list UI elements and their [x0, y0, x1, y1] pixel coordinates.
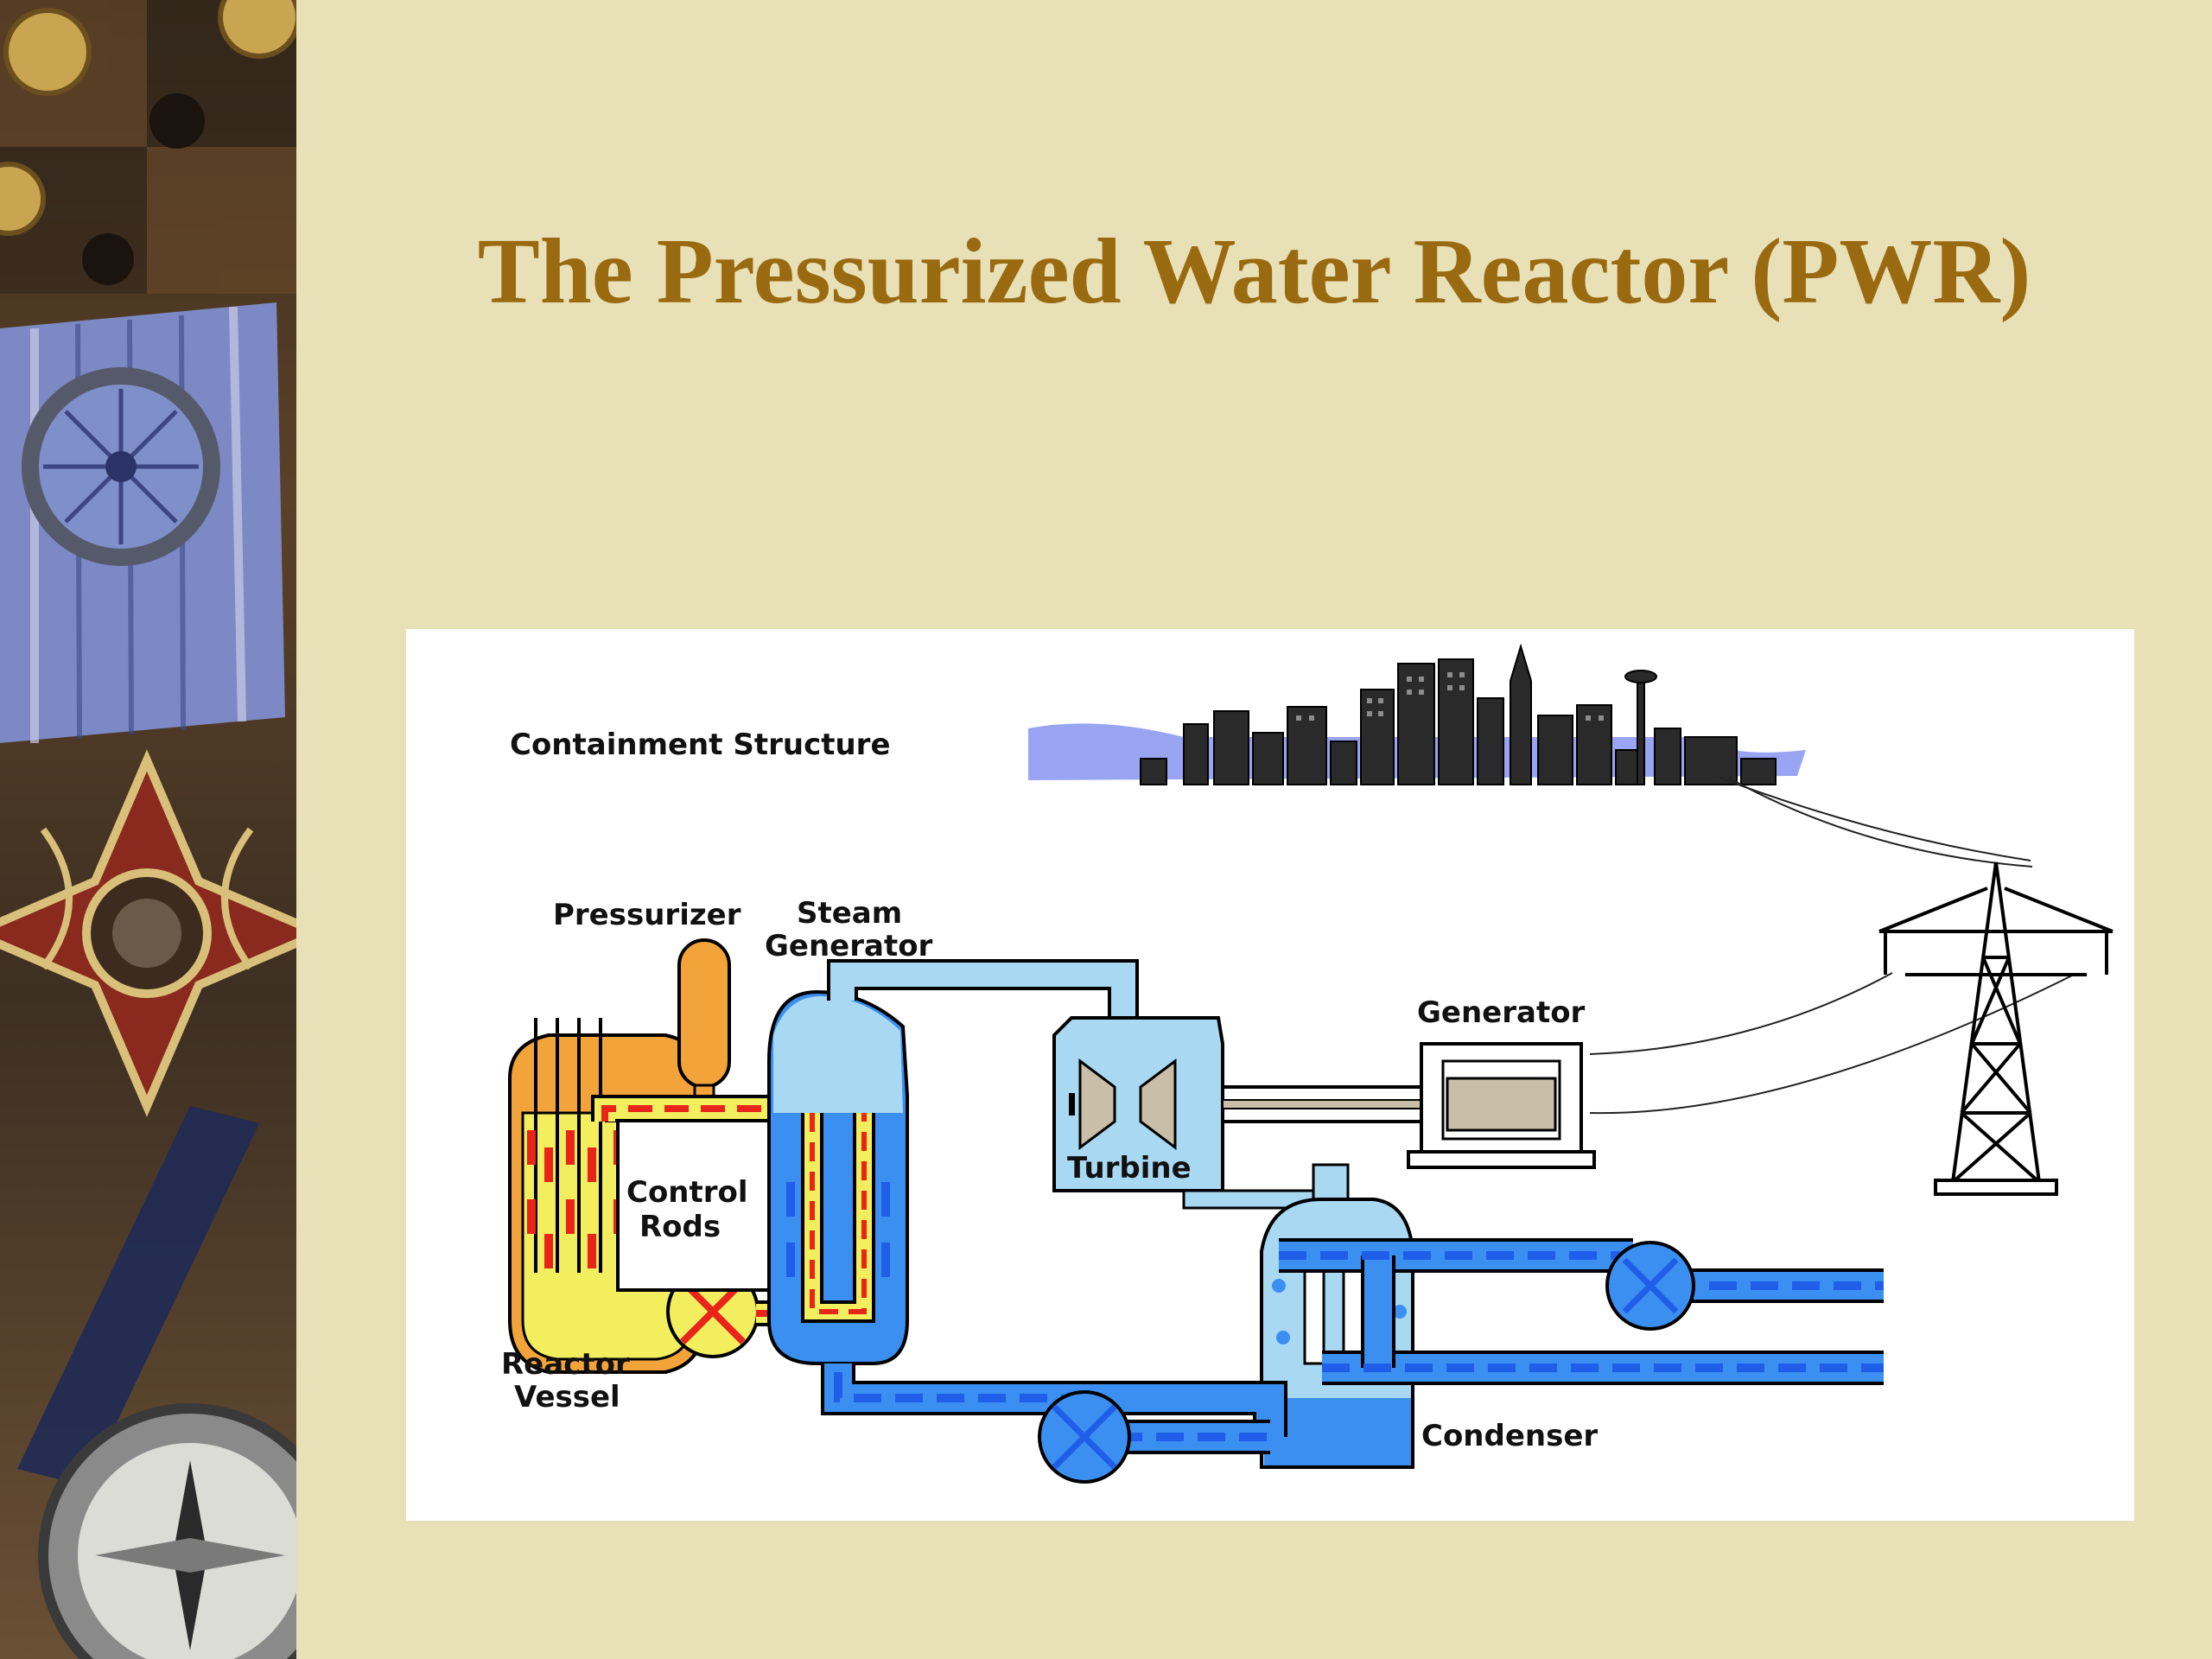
medal-collage-image: [0, 0, 296, 1659]
label-reactor-vessel-line2: Vessel: [514, 1380, 620, 1414]
label-steam-generator-line2: Generator: [765, 929, 933, 963]
decorative-sidebar: [0, 0, 296, 1659]
power-lines: [1589, 777, 2075, 1115]
label-turbine: Turbine: [1067, 1151, 1192, 1185]
label-reactor-vessel-line1: Reactor: [501, 1347, 630, 1382]
feedwater-line: [821, 1363, 1287, 1484]
label-containment-structure: Containment Structure: [510, 728, 891, 762]
steam-generator: [767, 989, 909, 1365]
steam-line: [827, 959, 1139, 1035]
transmission-tower: [1878, 861, 2113, 1196]
slide-title: The Pressurized Water Reactor (PWR): [477, 220, 2031, 323]
label-pressurizer: Pressurizer: [553, 898, 741, 932]
pwr-diagram: Containment Structure Pressurizer Steam …: [406, 629, 2134, 1521]
label-condenser: Condenser: [1421, 1419, 1598, 1453]
label-control-rods-line2: Rods: [639, 1210, 721, 1244]
turbine: [1052, 1016, 1224, 1192]
cooling-water-loop: [1279, 1238, 1884, 1385]
pwr-schematic: Containment Structure Pressurizer Steam …: [501, 643, 2113, 1484]
label-control-rods-line1: Control: [626, 1175, 748, 1210]
label-generator: Generator: [1417, 995, 1586, 1030]
label-steam-generator-line1: Steam: [797, 896, 902, 931]
city-skyline: [1028, 643, 1806, 785]
generator: [1407, 1042, 1596, 1169]
